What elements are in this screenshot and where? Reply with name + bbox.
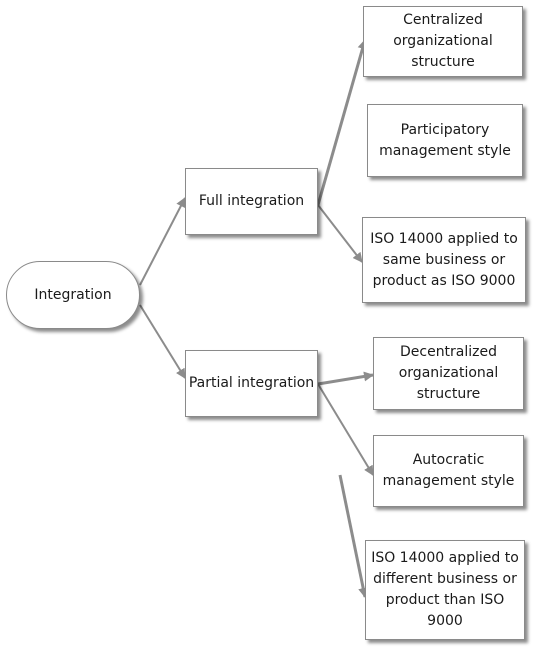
- node-integration: Integration: [6, 261, 140, 329]
- edge-full-to-centralized: [316, 39, 368, 206]
- node-iso-same-business: ISO 14000 applied to same business or pr…: [362, 217, 526, 303]
- node-partial-integration: Partial integration: [185, 350, 318, 417]
- node-autocratic-style: Autocratic management style: [373, 435, 524, 507]
- edge-partial-to-decentralized: [317, 371, 374, 386]
- edge-partial-to-autocratic: [317, 383, 374, 476]
- node-full-integration: Full integration: [185, 168, 318, 235]
- edge-to-iso-different: [338, 474, 369, 598]
- node-iso-different-business: ISO 14000 applied to different business …: [365, 540, 525, 640]
- node-decentralized-structure: Decentralized organizational structure: [373, 337, 524, 410]
- edge-integration-to-partial: [139, 304, 186, 379]
- node-participatory-style: Participatory management style: [367, 104, 523, 177]
- edge-full-to-iso-same: [317, 204, 363, 263]
- node-centralized-structure: Centralized organizational structure: [363, 6, 523, 77]
- edge-integration-to-full: [139, 197, 186, 286]
